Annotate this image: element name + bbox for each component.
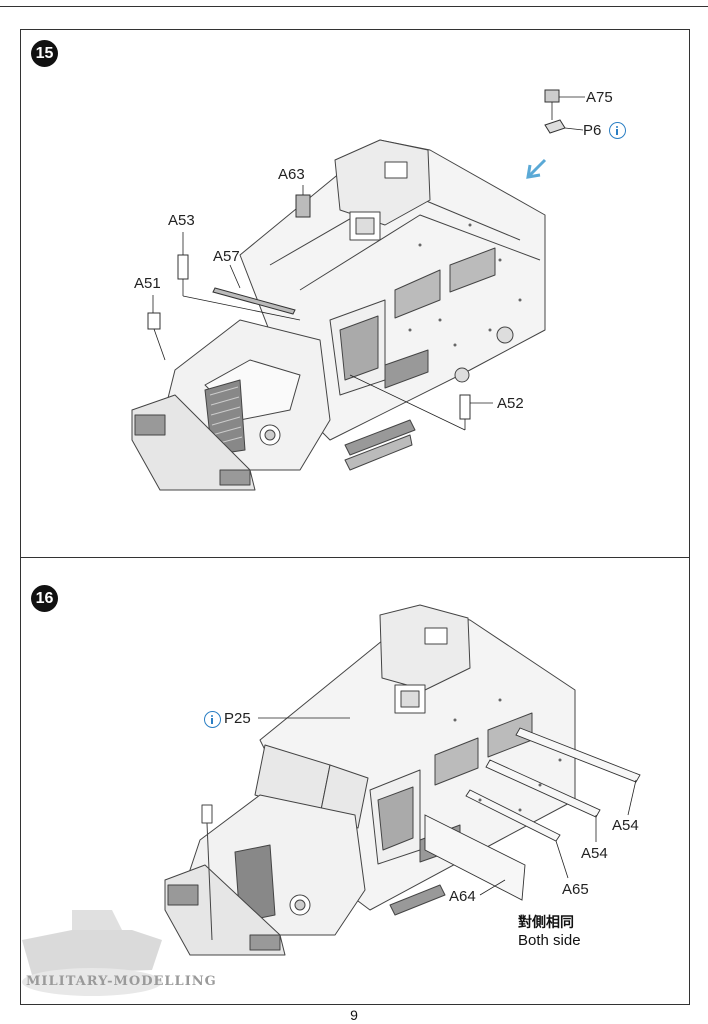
label-a51: A51 xyxy=(134,275,161,292)
label-a53: A53 xyxy=(168,212,195,229)
label-a65: A65 xyxy=(562,881,589,898)
label-a75: A75 xyxy=(586,89,613,106)
label-a64: A64 xyxy=(449,888,476,905)
info-icon xyxy=(204,711,221,728)
note-cjk: 對側相同 xyxy=(518,915,574,931)
page-number: 9 xyxy=(350,1007,358,1023)
label-a57: A57 xyxy=(213,248,240,265)
both-side-note: 對側相同 Both side xyxy=(518,915,581,949)
note-en: Both side xyxy=(518,932,581,949)
label-a63: A63 xyxy=(278,166,305,183)
step-15-badge: 15 xyxy=(31,40,58,67)
label-a54-top: A54 xyxy=(612,817,639,834)
step-16-badge: 16 xyxy=(31,585,58,612)
watermark-logo xyxy=(22,910,162,996)
label-p25: P25 xyxy=(224,710,251,727)
instruction-frame xyxy=(20,29,690,1005)
label-p6: P6 xyxy=(583,122,602,139)
step-divider xyxy=(20,557,690,558)
info-icon xyxy=(609,122,626,139)
watermark-text: MILITARY-MODELLING xyxy=(26,974,217,989)
label-a52: A52 xyxy=(497,395,524,412)
label-a54-bottom: A54 xyxy=(581,845,608,862)
top-rule xyxy=(0,6,708,7)
